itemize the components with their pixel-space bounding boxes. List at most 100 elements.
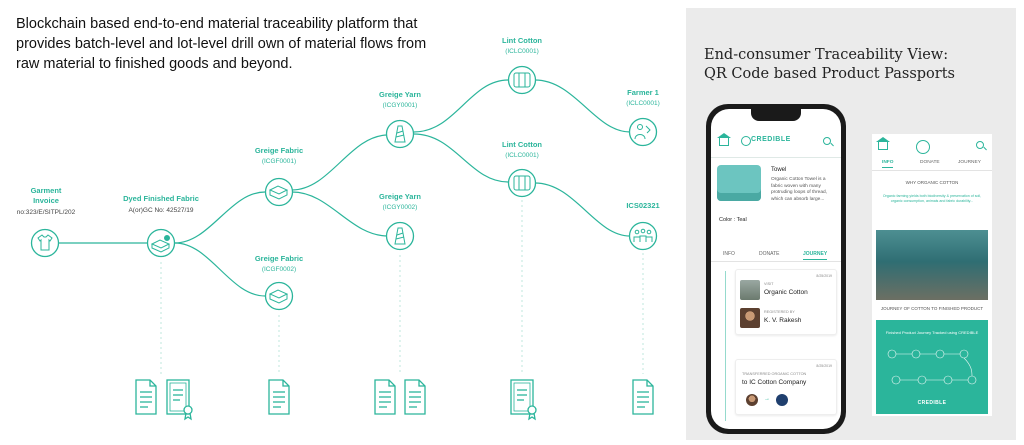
document-icon[interactable] <box>268 379 290 415</box>
home-icon[interactable] <box>717 133 731 146</box>
greige-fabric-2-code: (ICGF0002) <box>262 266 296 273</box>
connector-dyed-greige-fabric-1 <box>174 191 266 244</box>
group-people-icon <box>633 228 653 242</box>
node-ics[interactable]: ICS02321 <box>626 201 660 251</box>
cotton-field-image <box>876 230 988 300</box>
tab-donate[interactable]: DONATE <box>759 251 780 257</box>
fabric-stack-icon <box>268 289 289 304</box>
passport-tabs: INFO DONATE JOURNEY <box>872 158 992 171</box>
farmer-icon <box>634 124 651 140</box>
fabric-dye-icon <box>150 235 171 253</box>
connector-lc2-ics <box>534 182 631 237</box>
journey-timeline <box>725 271 726 421</box>
tab-info[interactable]: INFO <box>723 251 735 257</box>
product-passport: INFO DONATE JOURNEY WHY ORGANIC COTTON O… <box>872 134 992 416</box>
connector-gf1-gy2 <box>291 191 389 237</box>
certificate-icon[interactable] <box>166 379 193 421</box>
card-title: K. V. Rakesh <box>764 317 802 324</box>
headline: Blockchain based end-to-end material tra… <box>16 14 496 74</box>
consumer-view-panel: End-consumer Traceability View: QR Code … <box>686 8 1016 440</box>
app-header: CREDIBLE <box>711 131 841 158</box>
greige-fabric-1-code: (ICGF0001) <box>262 158 296 165</box>
tab-journey[interactable]: JOURNEY <box>803 251 828 260</box>
product-description: Organic Cotton Towel is a fabric woven w… <box>771 177 828 202</box>
garment-code: no:323/E/SITPL/202 <box>17 209 76 216</box>
cotton-bale-icon <box>513 72 531 88</box>
journey-infographic-brand: CREDIBLE <box>917 400 947 406</box>
why-organic-text: Organic farming yields both biodiversity… <box>882 194 982 203</box>
document-icon[interactable] <box>135 379 157 415</box>
phone-mockup: CREDIBLE Towel Organic Cotton Towel is a… <box>706 104 846 434</box>
dyed-code: A(or)GC No: 42527/19 <box>128 207 193 214</box>
lint-cotton-2-title: Lint Cotton <box>502 140 542 149</box>
garment-title-line-1: Garment <box>31 186 62 195</box>
lint-cotton-1-title: Lint Cotton <box>502 36 542 45</box>
panel-title-line-1: End-consumer Traceability View: <box>704 47 949 63</box>
arrow-right-icon: → <box>764 396 770 402</box>
tab-donate[interactable]: DONATE <box>920 160 940 165</box>
towel-product-image <box>717 165 761 201</box>
node-lint-cotton-1[interactable]: Lint Cotton (ICLC0001) <box>502 36 542 95</box>
panel-title: End-consumer Traceability View: QR Code … <box>704 46 955 84</box>
receiver-avatar <box>776 394 788 406</box>
document-row <box>135 379 654 421</box>
journey-card-visit[interactable]: 8/25/2019 VISIT Organic Cotton REGISTERE… <box>735 269 837 335</box>
greige-fabric-1-title: Greige Fabric <box>255 146 303 155</box>
headline-line-2: provides batch-level and lot-level drill… <box>16 36 427 52</box>
greige-yarn-2-code: (ICGY0002) <box>383 204 418 211</box>
farmer-title: Farmer 1 <box>627 88 659 97</box>
node-greige-fabric-1[interactable]: Greige Fabric (ICGF0001) <box>255 146 303 207</box>
document-icon[interactable] <box>632 379 654 415</box>
node-dyed-finished-fabric[interactable]: Dyed Finished Fabric A(or)GC No: 42527/1… <box>123 194 199 258</box>
card-title: to IC Cotton Company <box>742 379 807 386</box>
traceability-flow-diagram: Garment Invoice no:323/E/SITPL/202 Dyed … <box>17 36 660 421</box>
node-lint-cotton-2[interactable]: Lint Cotton (ICLC0001) <box>502 140 542 198</box>
node-garment-invoice[interactable]: Garment Invoice no:323/E/SITPL/202 <box>17 186 76 258</box>
journey-infographic: Finished Product Journey Tracked using C… <box>876 320 988 414</box>
fabric-stack-icon <box>268 185 289 200</box>
tab-info[interactable]: INFO <box>882 160 894 168</box>
journey-card-transfer[interactable]: 8/25/2019 TRANSFERRED ORGANIC COTTON to … <box>735 359 837 415</box>
document-icon[interactable] <box>404 379 426 415</box>
farmer-code: (ICLC0001) <box>626 100 660 107</box>
product-color: Color : Teal <box>719 217 747 223</box>
yarn-spool-icon <box>394 125 406 143</box>
ics-title: ICS02321 <box>626 201 659 210</box>
phone-screen: CREDIBLE Towel Organic Cotton Towel is a… <box>711 109 841 429</box>
tshirt-icon <box>37 234 53 251</box>
search-icon[interactable] <box>976 141 984 149</box>
headline-line-3: raw material to finished goods and beyon… <box>16 56 293 72</box>
home-icon[interactable] <box>876 137 890 150</box>
connector-gy1-lc2 <box>413 133 509 183</box>
garment-title-line-2: Invoice <box>33 196 59 205</box>
card-label: TRANSFERRED ORGANIC COTTON <box>742 372 807 376</box>
connector-gy1-lc1 <box>413 79 509 133</box>
lint-cotton-2-code: (ICLC0001) <box>505 152 539 159</box>
node-greige-fabric-2[interactable]: Greige Fabric (ICGF0002) <box>255 254 303 311</box>
greige-yarn-2-title: Greige Yarn <box>379 192 421 201</box>
card-label: VISIT <box>764 282 774 286</box>
journey-title: JOURNEY OF COTTON TO FINISHED PRODUCT <box>880 306 984 311</box>
node-farmer-1[interactable]: Farmer 1 (ICLC0001) <box>626 88 660 147</box>
card-date: 8/25/2019 <box>816 274 832 278</box>
search-icon[interactable] <box>823 137 831 145</box>
credible-logo-icon <box>916 140 930 154</box>
cotton-bale-icon <box>513 175 531 191</box>
passport-header <box>872 134 992 156</box>
connector-lc1-farmer <box>534 79 631 133</box>
greige-yarn-1-code: (ICGY0001) <box>383 102 418 109</box>
yarn-spool-icon <box>394 227 406 245</box>
phone-tabs: INFO DONATE JOURNEY <box>711 247 841 262</box>
panel-title-line-2: QR Code based Product Passports <box>704 66 955 82</box>
document-icon[interactable] <box>374 379 396 415</box>
greige-yarn-1-title: Greige Yarn <box>379 90 421 99</box>
document-dashed-lines <box>160 200 644 374</box>
node-greige-yarn-2[interactable]: Greige Yarn (ICGY0002) <box>379 192 421 251</box>
tab-journey[interactable]: JOURNEY <box>958 160 981 165</box>
farmer-photo <box>740 308 760 328</box>
connector-gf1-gy1 <box>291 134 389 191</box>
card-label: REGISTERED BY <box>764 310 795 314</box>
certificate-icon[interactable] <box>510 379 537 421</box>
node-greige-yarn-1[interactable]: Greige Yarn (ICGY0001) <box>379 90 421 149</box>
app-brand: CREDIBLE <box>751 136 791 143</box>
